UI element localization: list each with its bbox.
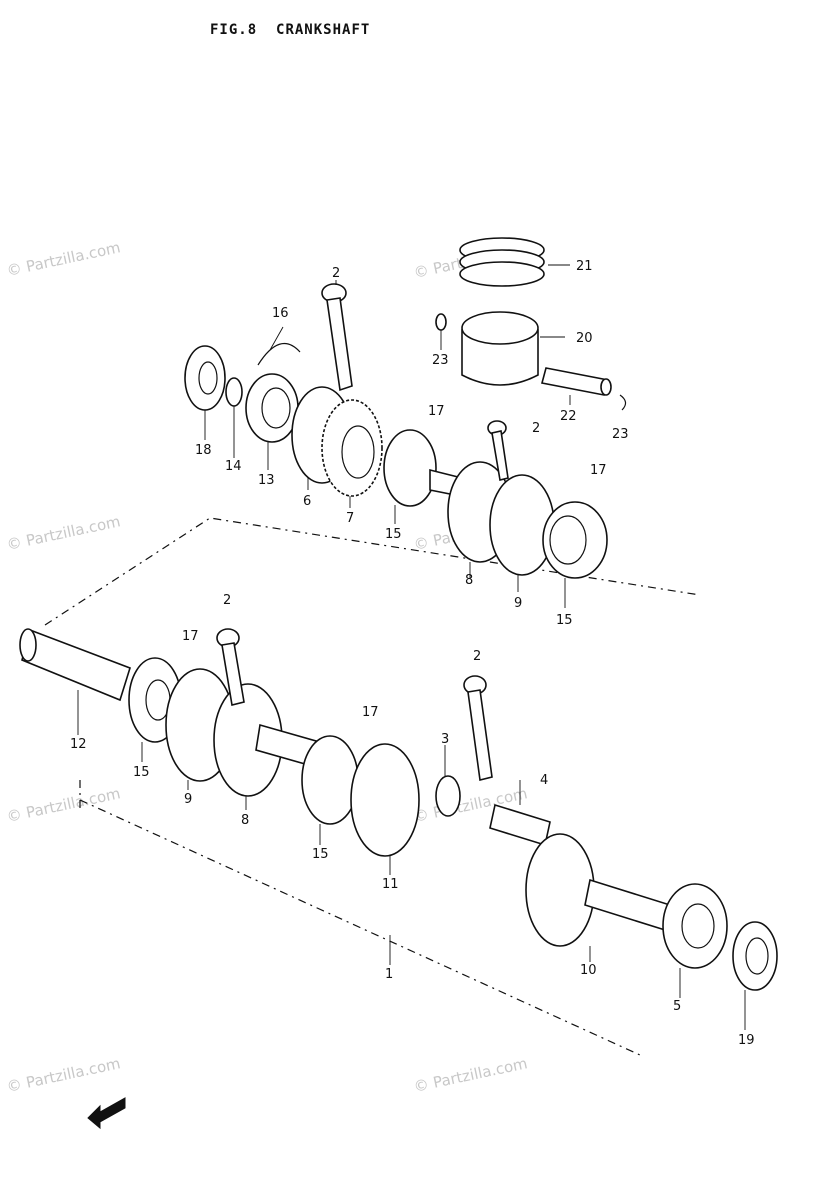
watermark: © Partzilla.com <box>5 784 122 826</box>
watermark: © Partzilla.com <box>5 238 122 280</box>
bearing-15-right <box>542 501 608 579</box>
connecting-rod-2-lower-right <box>463 675 493 781</box>
callout-15: 15 <box>385 527 402 542</box>
crank-web-10 <box>525 833 595 947</box>
callout-17: 17 <box>428 404 445 419</box>
callout-10: 10 <box>580 963 597 978</box>
crankshaft-end-12 <box>19 628 131 702</box>
callout-15: 15 <box>133 765 150 780</box>
callout-9: 9 <box>514 596 522 611</box>
oil-seal-18 <box>184 345 226 411</box>
callout-8: 8 <box>465 573 473 588</box>
crank-web-11 <box>350 743 420 857</box>
oil-seal-19 <box>732 921 778 991</box>
connecting-rod-2-upper <box>321 283 353 392</box>
connecting-rod-2-right <box>487 420 509 481</box>
callout-9: 9 <box>184 792 192 807</box>
pin-16 <box>257 342 301 366</box>
callout-5: 5 <box>673 999 681 1014</box>
callout-2: 2 <box>223 593 231 608</box>
bearing-5 <box>662 883 728 969</box>
callout-23: 23 <box>612 427 629 442</box>
figure-title: FIG.8 CRANKSHAFT <box>210 22 370 38</box>
callout-12: 12 <box>70 737 87 752</box>
callout-13: 13 <box>258 473 275 488</box>
bearing-4 <box>489 803 551 847</box>
front-arrow-icon <box>87 1097 126 1130</box>
callout-15: 15 <box>312 847 329 862</box>
callout-21: 21 <box>576 259 593 274</box>
crank-web-9-upper <box>489 474 555 576</box>
figure-name: CRANKSHAFT <box>276 22 371 38</box>
callout-4: 4 <box>540 773 548 788</box>
callout-1: 1 <box>385 967 393 982</box>
watermark: © Partzilla.com <box>5 512 122 554</box>
clip-23-left <box>435 313 447 331</box>
callout-18: 18 <box>195 443 212 458</box>
piston-rings-21 <box>459 237 545 287</box>
callout-17: 17 <box>182 629 199 644</box>
piston-pin-22 <box>541 367 612 396</box>
bearing-13 <box>245 373 299 443</box>
piston-20 <box>461 311 539 386</box>
callout-8: 8 <box>241 813 249 828</box>
callout-14: 14 <box>225 459 242 474</box>
watermark: © Partzilla.com <box>412 1054 529 1096</box>
clip-23-right <box>619 394 627 411</box>
callout-19: 19 <box>738 1033 755 1048</box>
callout-2: 2 <box>332 266 340 281</box>
callouts: 1 2 2 2 2 3 4 5 6 7 8 8 9 9 10 11 12 13 … <box>70 259 755 1048</box>
callout-11: 11 <box>382 877 399 892</box>
ring-14 <box>225 377 243 407</box>
callout-17: 17 <box>362 705 379 720</box>
callout-7: 7 <box>346 511 354 526</box>
outline-lower <box>79 799 641 1056</box>
callout-6: 6 <box>303 494 311 509</box>
callout-22: 22 <box>560 409 577 424</box>
gear-7 <box>321 399 383 497</box>
shaft-right <box>584 878 671 932</box>
callout-15: 15 <box>556 613 573 628</box>
callout-2: 2 <box>532 421 540 436</box>
callout-20: 20 <box>576 331 593 346</box>
leader-lines <box>77 264 746 1030</box>
callout-17: 17 <box>590 463 607 478</box>
connecting-rod-2-lower-left <box>216 628 245 706</box>
washer-3 <box>435 775 461 817</box>
callout-2: 2 <box>473 649 481 664</box>
bearing-15-upper <box>383 429 437 507</box>
callout-16: 16 <box>272 306 289 321</box>
callout-3: 3 <box>441 732 449 747</box>
figure-number: FIG.8 <box>210 22 258 38</box>
bearing-15-middle <box>301 735 359 825</box>
callout-23: 23 <box>432 353 449 368</box>
watermark: © Partzilla.com <box>5 1054 122 1096</box>
